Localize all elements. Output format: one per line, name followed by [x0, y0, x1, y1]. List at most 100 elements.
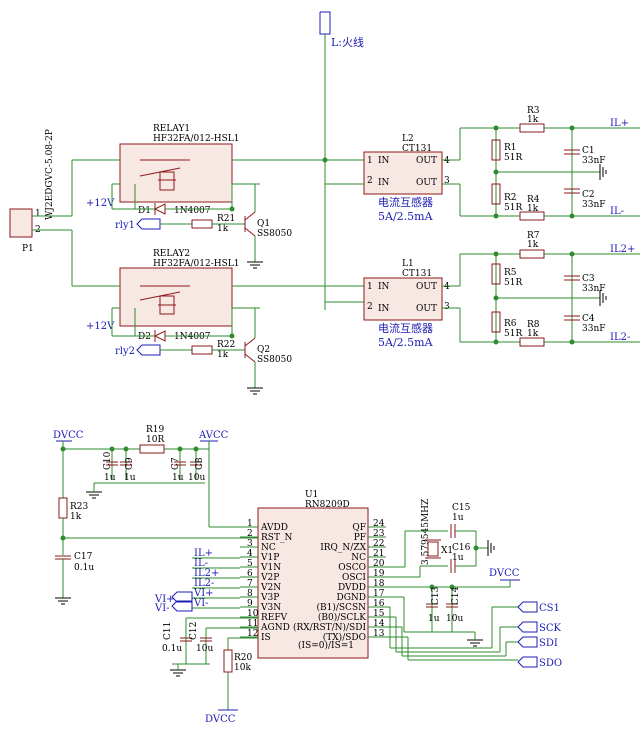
q1-part: SS8050: [257, 229, 292, 239]
c17-val: 0.1u: [74, 563, 94, 573]
l2-pin2: 2: [367, 176, 373, 186]
p1-ref: P1: [22, 244, 34, 254]
u1-left-pin-name: V2N: [260, 583, 281, 593]
relay1-part: HF32FA/012-HSL1: [153, 134, 239, 144]
u1-right-pin-num: 23: [373, 529, 385, 539]
c9-ref: C9: [125, 457, 135, 470]
u1-left-pin-num: 6: [247, 569, 253, 579]
l1-in1: IN: [378, 282, 390, 292]
u1-left-pin-name: V1N: [260, 563, 281, 573]
u1-right-pin-name: NC: [351, 553, 366, 563]
r2-ref: R2: [504, 193, 517, 203]
r8-val: 1k: [527, 329, 539, 339]
l2-pin4: 4: [444, 156, 450, 166]
u1-left-pin-name: NC: [261, 543, 276, 553]
q2-part: SS8050: [257, 355, 292, 365]
u1-left-pin-num: 3: [247, 539, 253, 549]
net-p12v-a: +12V: [86, 198, 115, 209]
l-label: L:火线: [331, 35, 364, 49]
c12-ref: C12: [189, 622, 199, 640]
r3-val: 1k: [527, 115, 539, 125]
u1-left-pin-num: 7: [247, 579, 253, 589]
r6-val: 51R: [504, 329, 522, 339]
r5-val: 51R: [504, 278, 522, 288]
l2-part: CT131: [402, 144, 432, 154]
u1-is-note: (IS=0)/IS=1: [298, 640, 354, 651]
crystal-network: 3.579545MHZ X1 C15 1u C16 1u: [368, 499, 495, 578]
u1-right-pin-name: (B0)/SCLK: [318, 612, 366, 623]
q1-ref: Q1: [257, 219, 270, 229]
net-il2-neg-u1: IL2-: [194, 578, 214, 589]
d2-part: 1N4007: [174, 332, 211, 342]
d1-part: 1N4007: [174, 206, 211, 216]
c14-val: 10u: [446, 614, 463, 624]
l2-ref: L2: [402, 134, 414, 144]
q2-ref: Q2: [257, 345, 270, 355]
c8-ref: C8: [195, 457, 205, 470]
net-il-pos-u1: IL+: [194, 548, 213, 559]
dvdd-decoupling: DVCC C13 1u C14 10u: [368, 568, 520, 647]
net-il2-pos-u1: IL2+: [194, 568, 219, 579]
u1-right-pin-name: OSCI: [342, 573, 366, 583]
r1-ref: R1: [504, 143, 517, 153]
p1-part: WJ2EDGVC-5.08-2P: [45, 129, 55, 220]
r4-ref: R4: [527, 195, 540, 205]
u1-left-pin-name: V3N: [260, 603, 281, 613]
c8-val: 10u: [188, 473, 205, 483]
c3-val: 33nF: [582, 284, 606, 294]
net-il2-neg: IL2-: [610, 332, 630, 343]
c1-ref: C1: [582, 146, 595, 156]
reset-network: R23 1k C17 0.1u: [55, 497, 258, 605]
l2-out1: OUT: [416, 156, 437, 166]
relay1: RELAY1 HF32FA/012-HSL1 +12V D1 1N4007: [72, 124, 364, 216]
u1-left-pin-name: REFV: [261, 613, 288, 623]
relay1-ref: RELAY1: [153, 124, 190, 134]
c2-val: 33nF: [582, 200, 606, 210]
u1-left-pin-name: IS: [261, 633, 271, 643]
filter-l1: R7 1k IL2+ R8 1k IL2- R5 51R R6 51R C3 3…: [460, 231, 640, 347]
relay2-part: HF32FA/012-HSL1: [153, 259, 239, 269]
l1-desc2: 5A/2.5mA: [378, 336, 434, 349]
r22-ref: R22: [217, 340, 235, 350]
mains-l-net: L:火线: [319, 11, 364, 302]
c1-val: 33nF: [582, 156, 606, 166]
r3-ref: R3: [527, 106, 540, 116]
l1-pin3: 3: [444, 302, 450, 312]
c10-val: 1u: [104, 473, 116, 483]
u1-right-pin-name: DVDD: [338, 583, 366, 593]
u1-right-pin-num: 22: [373, 539, 384, 549]
r22-val: 1k: [217, 350, 229, 360]
l1-ref: L1: [402, 259, 414, 269]
power-filter: DVCC R19 10R AVCC C10 1u C9 1u C7 1u: [53, 425, 258, 528]
c9-val: 1u: [124, 473, 136, 483]
x1-val: 3.579545MHZ: [421, 499, 431, 565]
net-cs1: CS1: [539, 603, 560, 614]
c13-ref: C13: [431, 586, 441, 605]
c7-val: 1u: [172, 473, 184, 483]
net-vi-pos: VI+: [154, 594, 175, 605]
ct-l1: L1 CT131 1 2 4 3 IN IN OUT OUT 电流互感器 5A/…: [324, 254, 461, 349]
c7-ref: C7: [171, 457, 181, 470]
l2-desc2: 5A/2.5mA: [378, 210, 434, 223]
net-rly1: rly1: [115, 220, 135, 231]
l1-pin1: 1: [367, 282, 373, 292]
u1-right-pin-name: PF: [354, 533, 366, 543]
net-p12v-b: +12V: [86, 321, 115, 332]
u1-right-pin-num: 20: [373, 559, 385, 569]
l2-in1: IN: [378, 156, 390, 166]
u1-right-pin-name: (TX)/SDO: [323, 632, 366, 643]
q2-driver: rly2 R22 1k Q2 SS8050: [115, 308, 292, 395]
l1-part: CT131: [402, 269, 432, 279]
ct-l2: L2 CT131 1 2 4 3 IN IN OUT OUT 电流互感器 5A/…: [325, 128, 461, 223]
u1-part: RN8209D: [305, 500, 350, 510]
net-avcc: AVCC: [198, 430, 229, 441]
c10-ref: C10: [103, 451, 113, 470]
u1-right-pin-name: (RX/RST/N)/SDI: [293, 622, 367, 633]
u1-ref: U1: [305, 490, 318, 500]
c12-val: 10u: [196, 644, 213, 654]
net-sck: SCK: [539, 623, 562, 634]
r20-ref: R20: [234, 653, 253, 663]
r7-val: 1k: [527, 240, 539, 250]
net-dvcc-top: DVCC: [53, 430, 84, 441]
